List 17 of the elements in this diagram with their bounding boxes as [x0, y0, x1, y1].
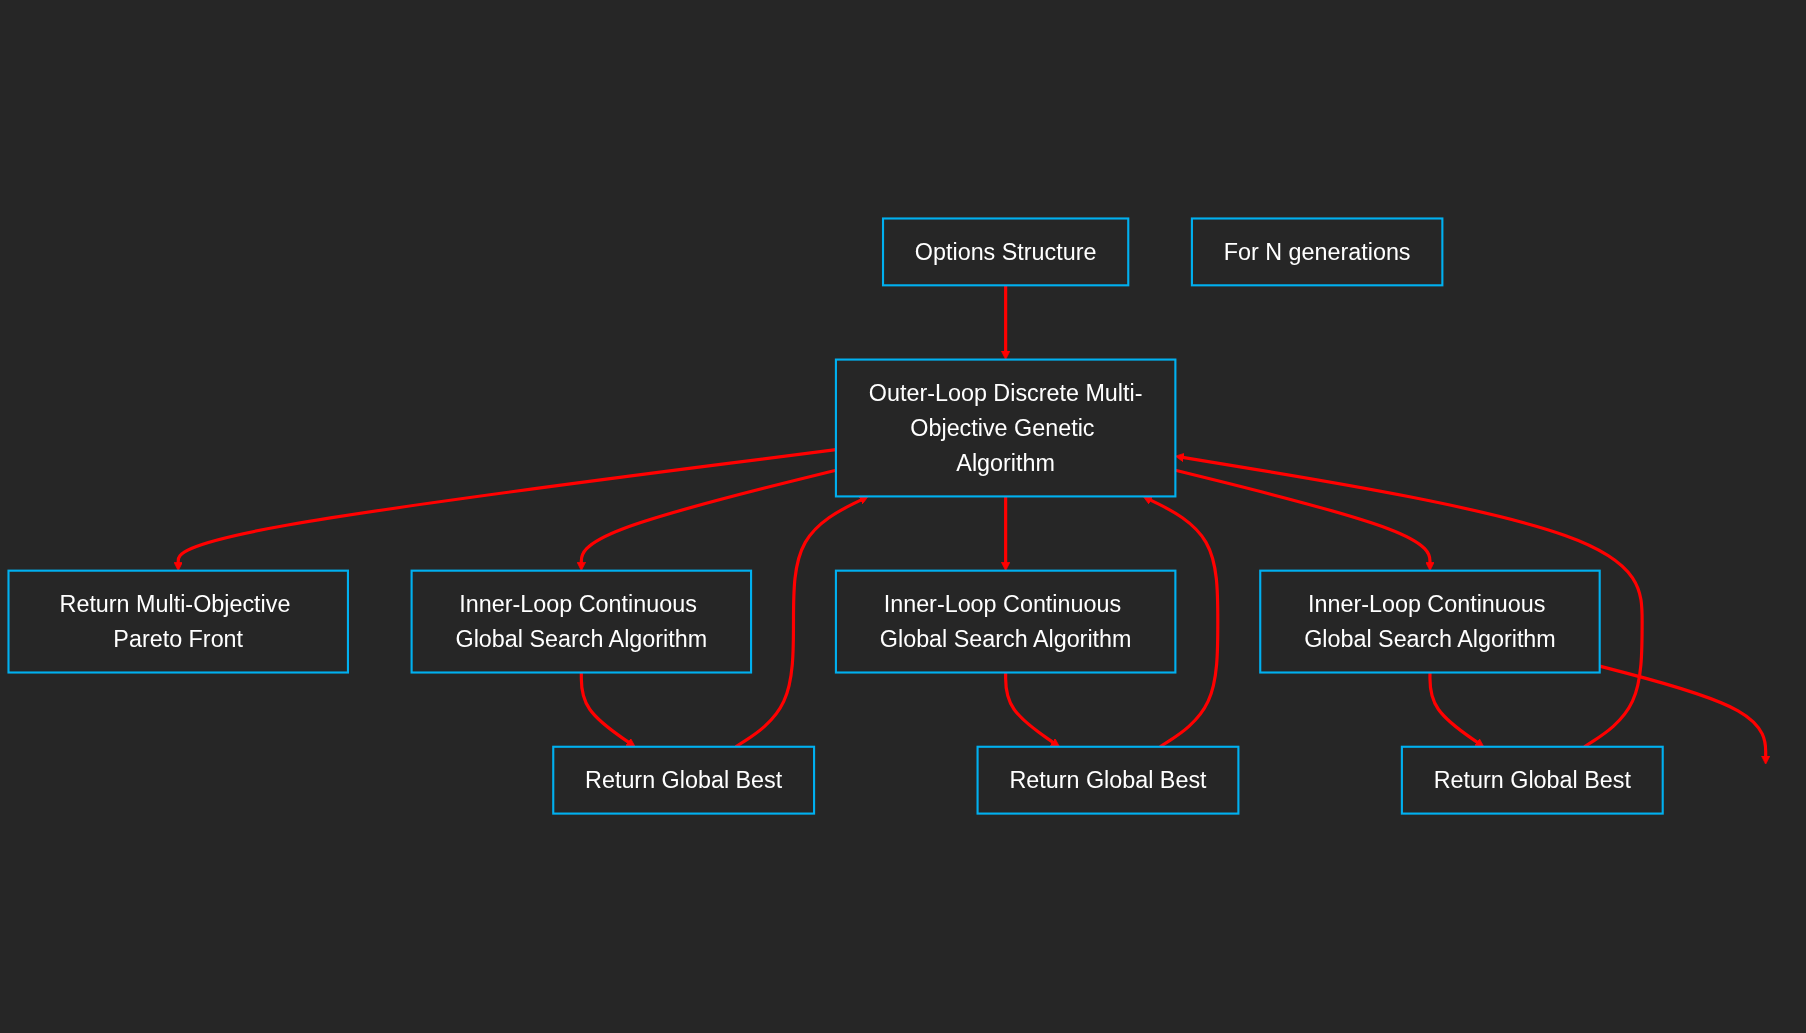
node-box: Return Global Best	[552, 746, 816, 816]
node-box: Inner-Loop Continuous Global Search Algorithm	[410, 570, 753, 674]
node-box: Options Structure	[881, 217, 1130, 287]
arrow	[1599, 665, 1771, 766]
node-box: Outer-Loop Discrete Multi-Objective Genetic Algorithm	[834, 358, 1177, 498]
arrow	[1001, 285, 1011, 361]
arrow	[579, 672, 636, 748]
node-box: Inner-Loop Continuous Global Search Algorithm	[1259, 570, 1601, 674]
arrow	[1428, 672, 1485, 748]
arrow	[1004, 672, 1060, 748]
node-box: Inner-Loop Continuous Global Search Algorithm	[834, 570, 1177, 674]
node-box: For N generations	[1190, 217, 1444, 287]
node-box: Return Multi-Objective Pareto Front	[7, 570, 349, 674]
node-box: Return Global Best	[976, 746, 1240, 816]
node-box: Return Global Best	[1400, 746, 1664, 816]
arrow	[1001, 496, 1011, 572]
arrow	[1175, 469, 1435, 572]
